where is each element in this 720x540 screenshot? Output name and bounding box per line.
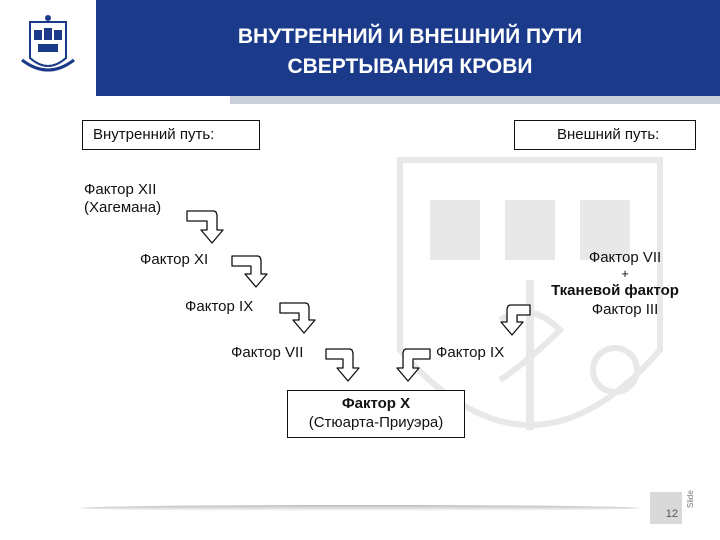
factor-xi-label: Фактор XI xyxy=(140,251,209,268)
title-line-2: СВЕРТЫВАНИЯ КРОВИ xyxy=(287,55,533,78)
factor-xii-label: Фактор XII xyxy=(84,181,157,198)
header-accent-bar xyxy=(230,96,720,104)
extrinsic-pathway-box: Внешний путь: xyxy=(514,120,696,150)
slide-number-box xyxy=(650,492,682,524)
intrinsic-pathway-label: Внутренний путь: xyxy=(93,126,215,143)
slide-header: ВНУТРЕННИЙ И ВНЕШНИЙ ПУТИ СВЕРТЫВАНИЯ КР… xyxy=(0,0,720,104)
factor-x-label: Фактор Х xyxy=(341,395,411,412)
arrow-xii-to-xi xyxy=(186,210,224,244)
factor-iii-label: Фактор III xyxy=(591,301,659,318)
arrow-tissue-to-ix xyxy=(500,304,531,336)
factor-vii-left-label: Фактор VII xyxy=(231,344,304,361)
factor-x-box: Фактор Х (Стюарта-Приуэра) xyxy=(287,390,465,438)
coat-of-arms-icon xyxy=(21,15,75,72)
plus-sign: + xyxy=(621,266,629,281)
factor-xii-subtitle: (Хагемана) xyxy=(84,199,162,216)
header-band xyxy=(96,0,720,96)
arrow-vii-to-x xyxy=(325,348,360,382)
slide-number: 12 xyxy=(665,508,678,520)
arrow-ix-right-to-x xyxy=(396,348,431,382)
intrinsic-pathway-box: Внутренний путь: xyxy=(82,120,260,150)
extrinsic-factor-group: Фактор VII + Тканевой фактор Фактор III xyxy=(530,249,700,319)
footer-shadow-divider xyxy=(80,505,640,511)
factor-x-subtitle: (Стюарта-Приуэра) xyxy=(308,414,444,431)
factor-ix-left-label: Фактор IX xyxy=(185,298,254,315)
tissue-factor-label: Тканевой фактор xyxy=(551,282,679,299)
extrinsic-pathway-label: Внешний путь: xyxy=(557,126,660,143)
arrow-xi-to-ix xyxy=(231,255,268,288)
factor-vii-right-label: Фактор VII xyxy=(588,249,662,266)
factor-ix-right-label: Фактор IX xyxy=(436,344,505,361)
slide-side-label: Slide xyxy=(686,490,695,508)
watermark-crest-icon xyxy=(397,157,663,430)
university-logo xyxy=(0,0,96,96)
arrow-ix-to-vii xyxy=(279,302,316,334)
title-line-1: ВНУТРЕННИЙ И ВНЕШНИЙ ПУТИ xyxy=(237,25,583,48)
page-title: ВНУТРЕННИЙ И ВНЕШНИЙ ПУТИ СВЕРТЫВАНИЯ КР… xyxy=(110,22,710,82)
